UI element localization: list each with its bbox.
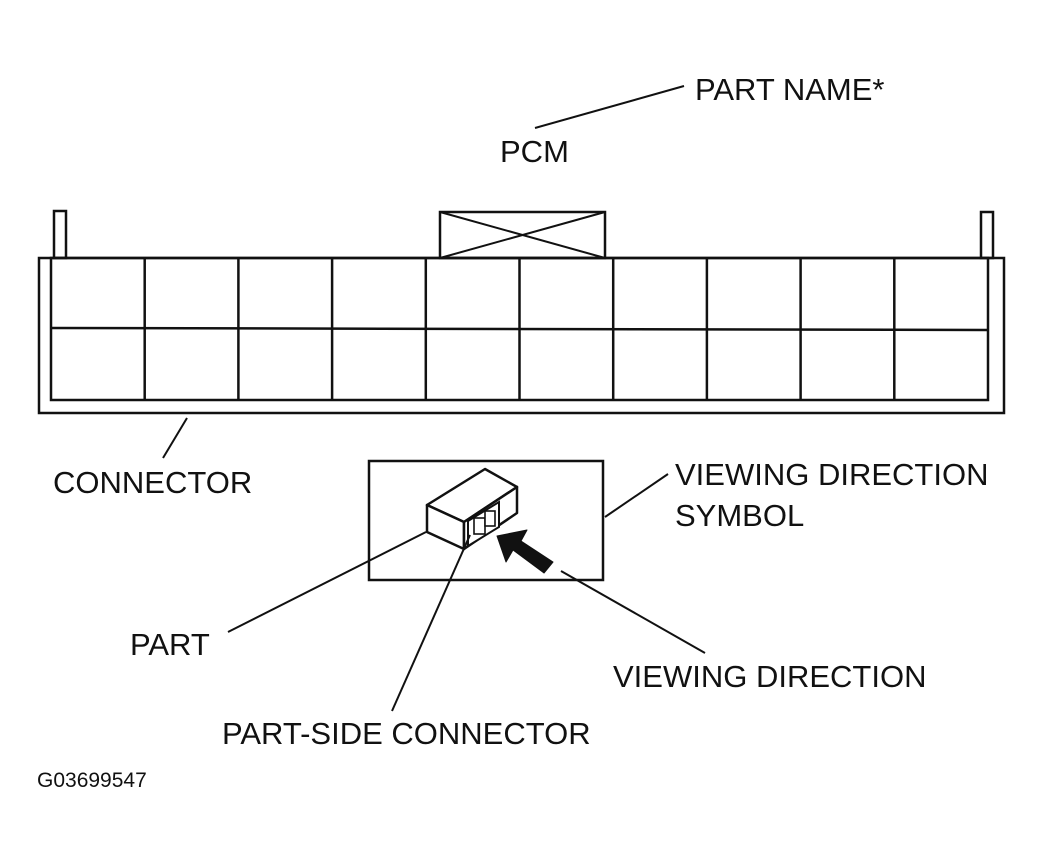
viewing-direction-symbol-label-1: VIEWING DIRECTION [675, 457, 988, 492]
connector-leader [162, 417, 188, 459]
connector-body [37, 256, 1006, 415]
part-side-connector-label: PART-SIDE CONNECTOR [222, 716, 591, 751]
viewing-direction-symbol-label-2: SYMBOL [675, 498, 804, 533]
part-label: PART [130, 627, 210, 662]
part-name-label: PART NAME* [695, 72, 885, 107]
viewing-direction-arrow [496, 529, 554, 574]
part-name-leader [534, 85, 685, 129]
viewing-direction-leader [560, 570, 706, 654]
viewing-direction-symbol-box [367, 459, 605, 582]
pcm-label: PCM [500, 134, 569, 169]
connector-label: CONNECTOR [53, 465, 252, 500]
figure-id: G03699547 [37, 769, 147, 792]
symbol-leader [604, 473, 669, 518]
lock-tab [438, 210, 607, 260]
part-leader [227, 531, 427, 633]
left-tab [52, 209, 68, 260]
viewing-direction-label: VIEWING DIRECTION [613, 659, 926, 694]
part-side-connector-leader [391, 534, 471, 712]
right-tab [979, 210, 995, 260]
part-box-icon [425, 467, 519, 551]
